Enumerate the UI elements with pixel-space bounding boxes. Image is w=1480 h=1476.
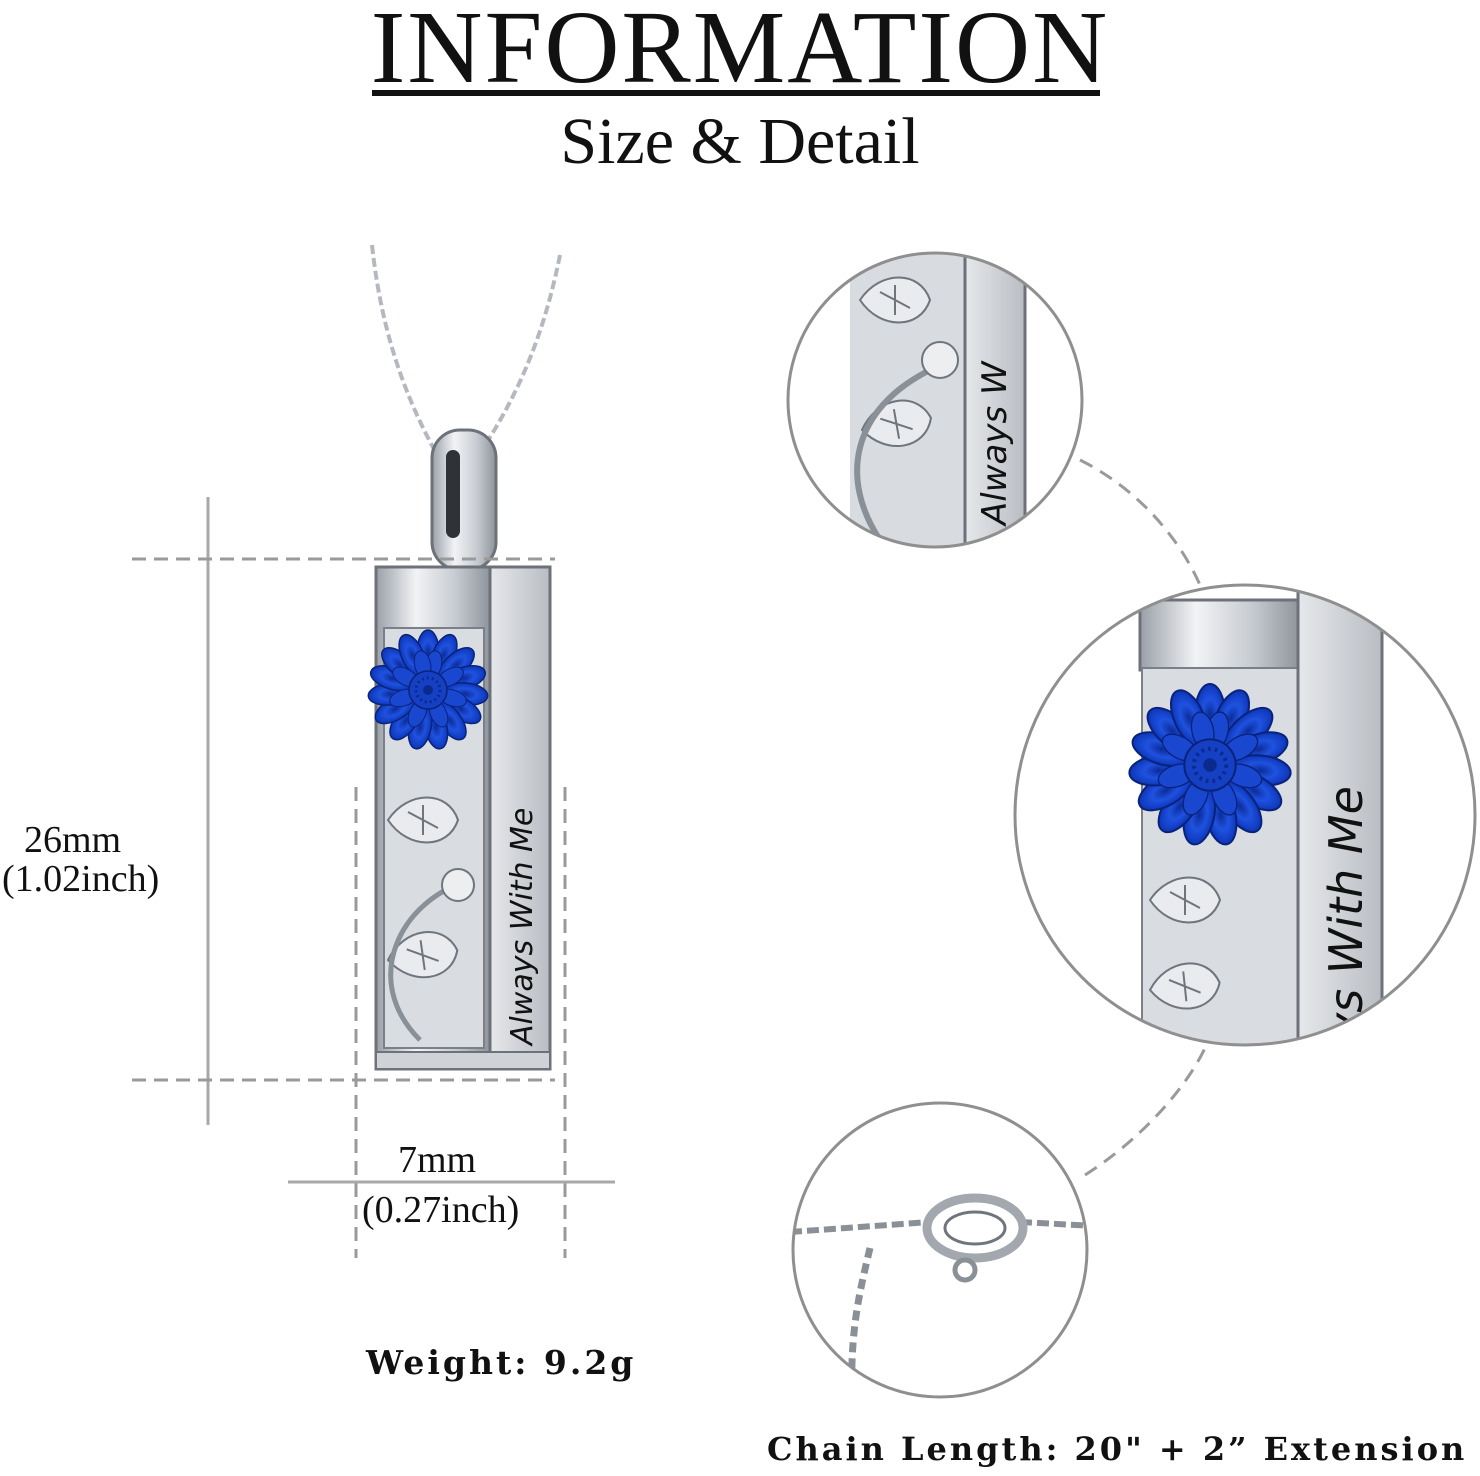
top-detail-engraving: Always W xyxy=(975,360,1015,527)
pendant-engraving: Always With Me xyxy=(505,808,540,1047)
width-inch-label: (0.27inch) xyxy=(362,1189,520,1231)
width-mm-label: 7mm xyxy=(398,1139,477,1181)
height-inch-label: (1.02inch) xyxy=(2,858,160,900)
detail-circle-middle: ys With Me xyxy=(1013,583,1477,1047)
height-mm-label: 26mm xyxy=(24,819,122,861)
title-underline xyxy=(372,90,1100,96)
page-subtitle: Size & Detail xyxy=(560,105,920,178)
detail-connectors xyxy=(1079,458,1207,1177)
detail-circle-bottom xyxy=(791,1101,1089,1399)
weight-label: Weight: 9.2g xyxy=(366,1343,637,1382)
necklace-chain xyxy=(370,244,562,462)
middle-detail-engraving: ys With Me xyxy=(1319,786,1373,1042)
pendant-bail xyxy=(430,428,498,572)
pendant-body: Always With Me xyxy=(365,565,552,1071)
chain-length-label: Chain Length: 20" + 2” Extension xyxy=(767,1430,1468,1468)
detail-circle-top: Always W xyxy=(786,251,1084,549)
dimension-guides xyxy=(132,497,615,1258)
page-title: INFORMATION xyxy=(370,0,1110,105)
